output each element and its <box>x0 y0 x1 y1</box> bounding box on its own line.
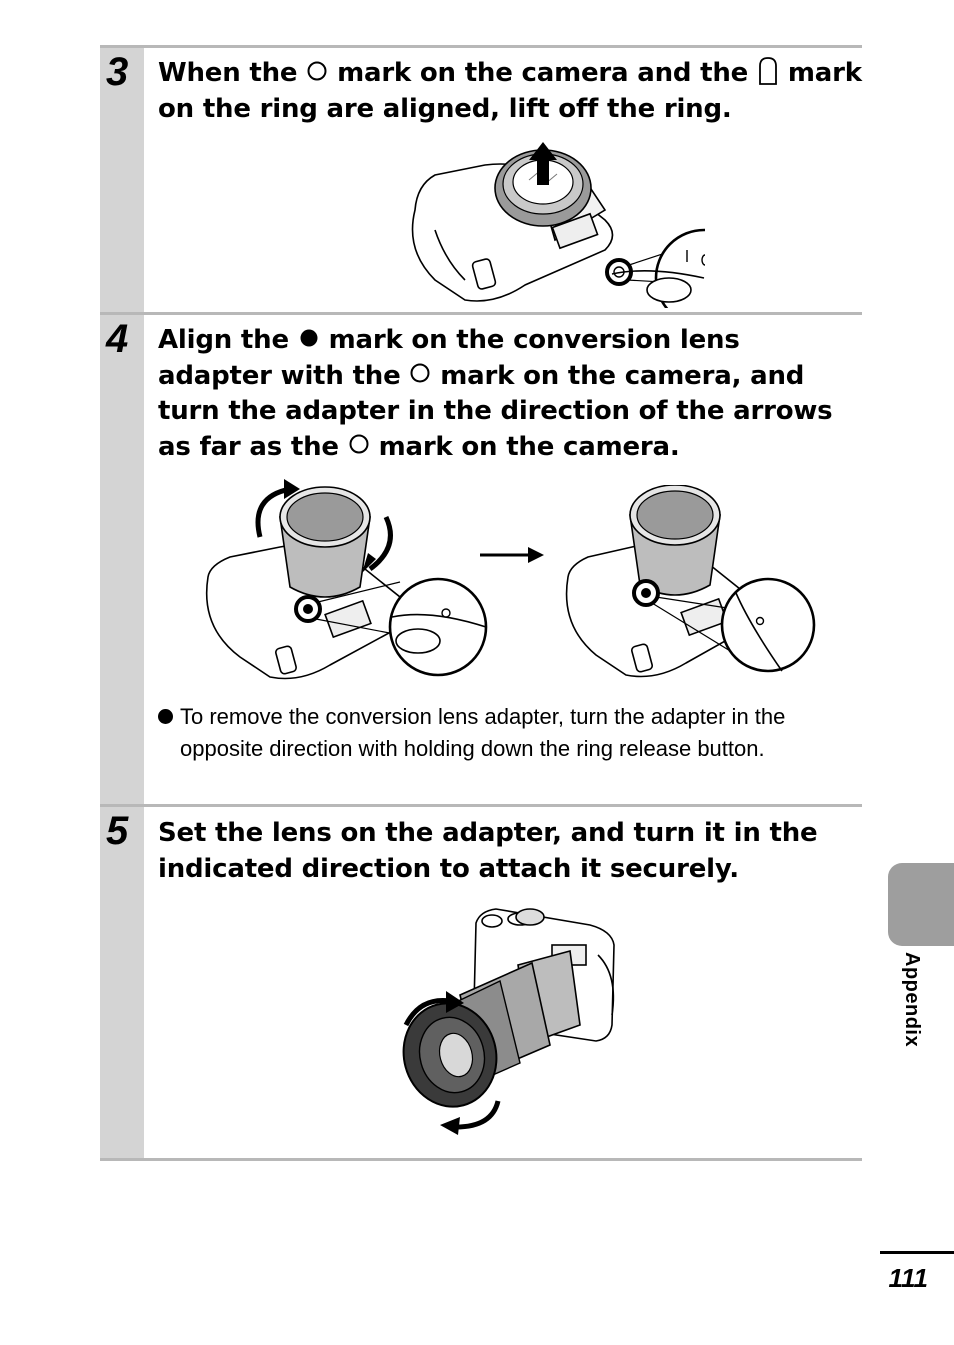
section-tab-label: Appendix <box>901 952 923 1048</box>
lens-attach-illustration <box>402 908 615 1135</box>
open-circle-mark-icon <box>410 363 430 383</box>
step-title: Set the lens on the adapter, and turn it… <box>158 818 818 884</box>
ring-mark-icon <box>759 56 777 85</box>
bullet-note: To remove the conversion lens adapter, t… <box>158 701 852 765</box>
step-title: Align the mark on the conversion lens ad… <box>158 325 833 462</box>
rotate-arrow-icon <box>455 1100 501 1130</box>
step-number: 5 <box>106 809 129 853</box>
page-number-rule <box>880 1251 954 1254</box>
adapter-turn-illustration <box>205 479 488 680</box>
step-number: 3 <box>106 50 129 94</box>
rotate-arrow-icon <box>255 486 291 538</box>
step-number-column: 4 <box>100 315 144 806</box>
open-circle-mark-icon <box>349 434 369 454</box>
step-title: When the mark on the camera and the mark… <box>158 56 862 127</box>
step-4: 4 Align the mark on the conversion lens … <box>100 312 862 806</box>
section-tab <box>888 863 954 946</box>
bullet-dot-icon <box>158 708 173 724</box>
right-arrow-icon <box>480 547 544 563</box>
adapter-aligned-illustration <box>565 485 816 678</box>
bottom-divider <box>100 1158 862 1161</box>
step-number-column: 3 <box>100 48 144 314</box>
step-5: 5 Set the lens on the adapter, and turn … <box>100 804 862 1161</box>
rotate-arrow-icon <box>403 998 451 1027</box>
step-number: 4 <box>106 317 129 361</box>
page-number: 111 <box>888 1263 928 1293</box>
filled-circle-mark-icon <box>300 329 318 346</box>
camera-lift-ring-illustration <box>411 142 705 308</box>
step-3: 3 When the mark on the camera and the ma… <box>100 45 862 314</box>
rotate-arrow-icon <box>368 515 393 572</box>
step-number-column: 5 <box>100 807 144 1161</box>
lift-arrow-icon <box>529 142 557 185</box>
open-circle-mark-icon <box>307 61 327 80</box>
